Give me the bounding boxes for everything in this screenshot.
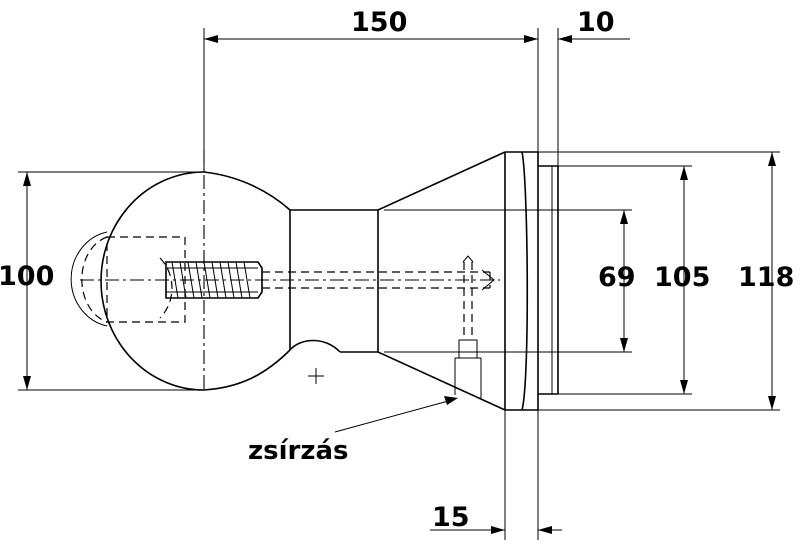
dim-label-69: 69 (598, 262, 636, 293)
dim-label-10: 10 (577, 7, 615, 38)
cone-body (377, 151, 559, 411)
grease-label: zsírzás (248, 436, 349, 466)
dimension-69 (384, 209, 632, 353)
dimension-150 (203, 28, 539, 172)
dimension-100 (18, 171, 204, 391)
dimension-15 (430, 410, 562, 540)
dim-label-118: 118 (738, 262, 794, 293)
dim-label-150: 150 (351, 7, 407, 38)
grease-nipple (454, 255, 482, 398)
dim-label-100: 100 (0, 261, 54, 292)
center-mark (308, 368, 324, 384)
dimension-118 (538, 151, 780, 411)
dimension-105 (558, 165, 692, 395)
grease-leader (334, 396, 458, 433)
dim-label-15: 15 (432, 502, 470, 533)
threaded-bolt (165, 261, 495, 299)
dimension-10 (514, 28, 630, 166)
dim-label-105: 105 (654, 262, 710, 293)
neck (289, 209, 379, 353)
ball-head (70, 150, 500, 392)
